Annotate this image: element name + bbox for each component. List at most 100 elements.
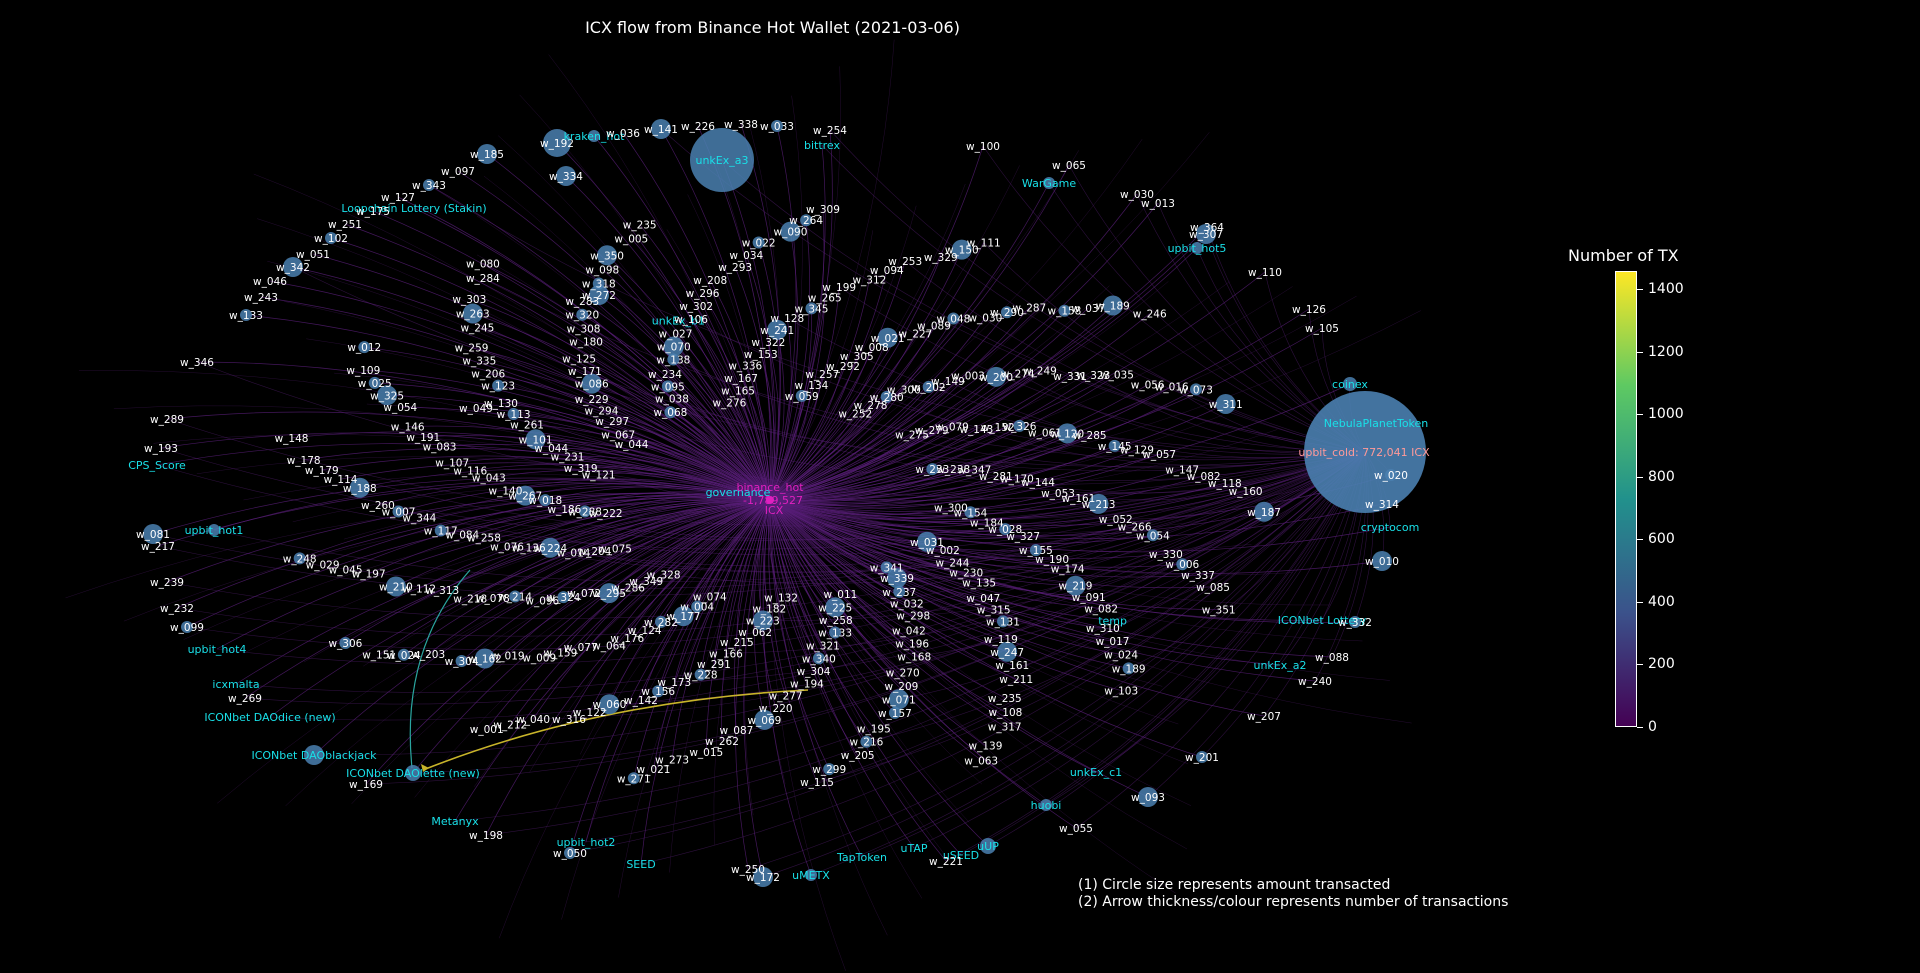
flow-edge xyxy=(769,499,1047,806)
flow-edge xyxy=(769,139,1143,501)
flow-edge xyxy=(340,462,771,501)
wallet-label: w_282 xyxy=(644,617,678,629)
flow-edge xyxy=(769,499,1102,609)
node-circle xyxy=(1196,751,1208,763)
wallet-label: w_147 xyxy=(1165,464,1199,476)
colorbar-tick xyxy=(1637,727,1643,728)
flow-edge xyxy=(769,499,950,861)
wallet-label: w_254 xyxy=(813,125,847,137)
flow-edge xyxy=(769,293,1054,501)
colorbar-tick xyxy=(1637,601,1643,603)
flow-edge xyxy=(1075,451,1366,829)
flow-edge xyxy=(749,127,781,501)
wallet-label: w_198 xyxy=(469,830,503,842)
wallet-label: w_002 xyxy=(926,545,960,557)
flow-edge xyxy=(769,499,1103,629)
flow-edge xyxy=(548,54,771,501)
wallet-label: w_024 xyxy=(387,650,421,662)
colorbar-tick-label: 1200 xyxy=(1648,343,1684,360)
flow-edge xyxy=(745,254,776,501)
flow-edge xyxy=(585,341,771,501)
wallet-label: w_337 xyxy=(1181,570,1215,582)
wallet-label: w_075 xyxy=(598,543,632,555)
wallet-label: w_003 xyxy=(951,371,985,383)
wallet-label: w_069 xyxy=(747,715,781,727)
flow-edge xyxy=(363,499,771,667)
flow-edge xyxy=(598,294,771,501)
wallet-label: w_342 xyxy=(276,262,310,274)
colorbar-tick-label: 800 xyxy=(1648,468,1675,485)
flow-edge xyxy=(769,346,873,501)
flow-edge xyxy=(769,372,1018,501)
flow-edge xyxy=(769,499,863,858)
wallet-label: w_146 xyxy=(391,422,425,434)
node-circle xyxy=(1000,306,1013,319)
upbit-cold-node xyxy=(1304,391,1426,513)
labels-layer: unkEx_a3bittrexw_254w_100w_065WarGamew_0… xyxy=(128,119,1430,884)
wallet-label: w_202 xyxy=(912,382,946,394)
wallet-label: w_229 xyxy=(575,394,609,406)
node-circle xyxy=(888,689,909,710)
flow-edge xyxy=(696,499,771,607)
flow-edge xyxy=(769,499,1008,653)
node-circle xyxy=(795,389,808,402)
exchange-label: cryptocom xyxy=(1361,521,1420,534)
exchange-label: upbit_hot2 xyxy=(557,836,616,849)
wallet-label: w_178 xyxy=(287,455,321,467)
flow-edge xyxy=(769,499,910,632)
flow-edge xyxy=(987,451,1366,847)
flow-edge xyxy=(364,346,771,501)
flow-edge xyxy=(769,125,797,501)
wallet-label: w_220 xyxy=(759,703,793,715)
flow-edge xyxy=(705,499,771,753)
wallet-label: w_090 xyxy=(774,227,808,239)
flow-edge xyxy=(550,499,771,549)
flow-edge xyxy=(578,358,771,501)
wallet-label: w_057 xyxy=(1142,449,1176,461)
wallet-label: w_187 xyxy=(1247,507,1281,519)
flow-edge xyxy=(769,386,1172,501)
wallet-label: w_245 xyxy=(460,323,494,335)
wallet-label: w_054 xyxy=(1136,530,1170,542)
node-circle xyxy=(1191,242,1203,254)
flow-edge xyxy=(507,499,771,656)
flow-edge xyxy=(457,170,771,501)
wallet-label: w_235 xyxy=(623,220,657,232)
wallet-label: w_264 xyxy=(789,215,823,227)
wallet-label: w_213 xyxy=(1082,499,1116,511)
flow-edge xyxy=(482,277,1366,461)
wallet-label: w_173 xyxy=(657,677,691,689)
flow-edge xyxy=(713,499,771,665)
node-circle xyxy=(877,327,898,348)
flow-edge xyxy=(585,499,771,843)
flow-edge xyxy=(769,384,812,501)
flow-edge xyxy=(769,150,1079,501)
flow-edge xyxy=(769,499,1076,587)
flow-edge xyxy=(769,499,953,563)
flow-edge xyxy=(769,499,1281,666)
wallet-label: w_288 xyxy=(568,506,602,518)
flow-edge xyxy=(821,144,1366,453)
wallet-label: w_338 xyxy=(724,119,758,131)
exchange-label: uUP xyxy=(977,840,999,853)
wallet-label: w_215 xyxy=(720,637,754,649)
flow-edge xyxy=(591,383,771,501)
wallet-label: w_199 xyxy=(822,282,856,294)
wallet-label: w_088 xyxy=(1315,652,1349,664)
exchange-label: unkEx_a2 xyxy=(1253,659,1306,672)
wallet-label: w_167 xyxy=(724,373,758,385)
flow-edge xyxy=(606,255,771,501)
flow-edge xyxy=(476,215,771,501)
wallet-label: w_343 xyxy=(412,180,446,192)
wallet-label: w_300 xyxy=(934,503,968,515)
flow-edge xyxy=(303,448,771,501)
wallet-label: w_298 xyxy=(896,611,930,623)
node-circle xyxy=(1043,177,1055,189)
wallet-label: w_124 xyxy=(628,625,662,637)
wallet-label: w_191 xyxy=(406,432,440,444)
wallet-label: w_067 xyxy=(601,430,635,442)
node-circle xyxy=(564,847,576,859)
wallet-label: w_249 xyxy=(1023,365,1057,377)
flow-edge xyxy=(580,499,771,648)
wallet-label: w_073 xyxy=(1179,384,1213,396)
